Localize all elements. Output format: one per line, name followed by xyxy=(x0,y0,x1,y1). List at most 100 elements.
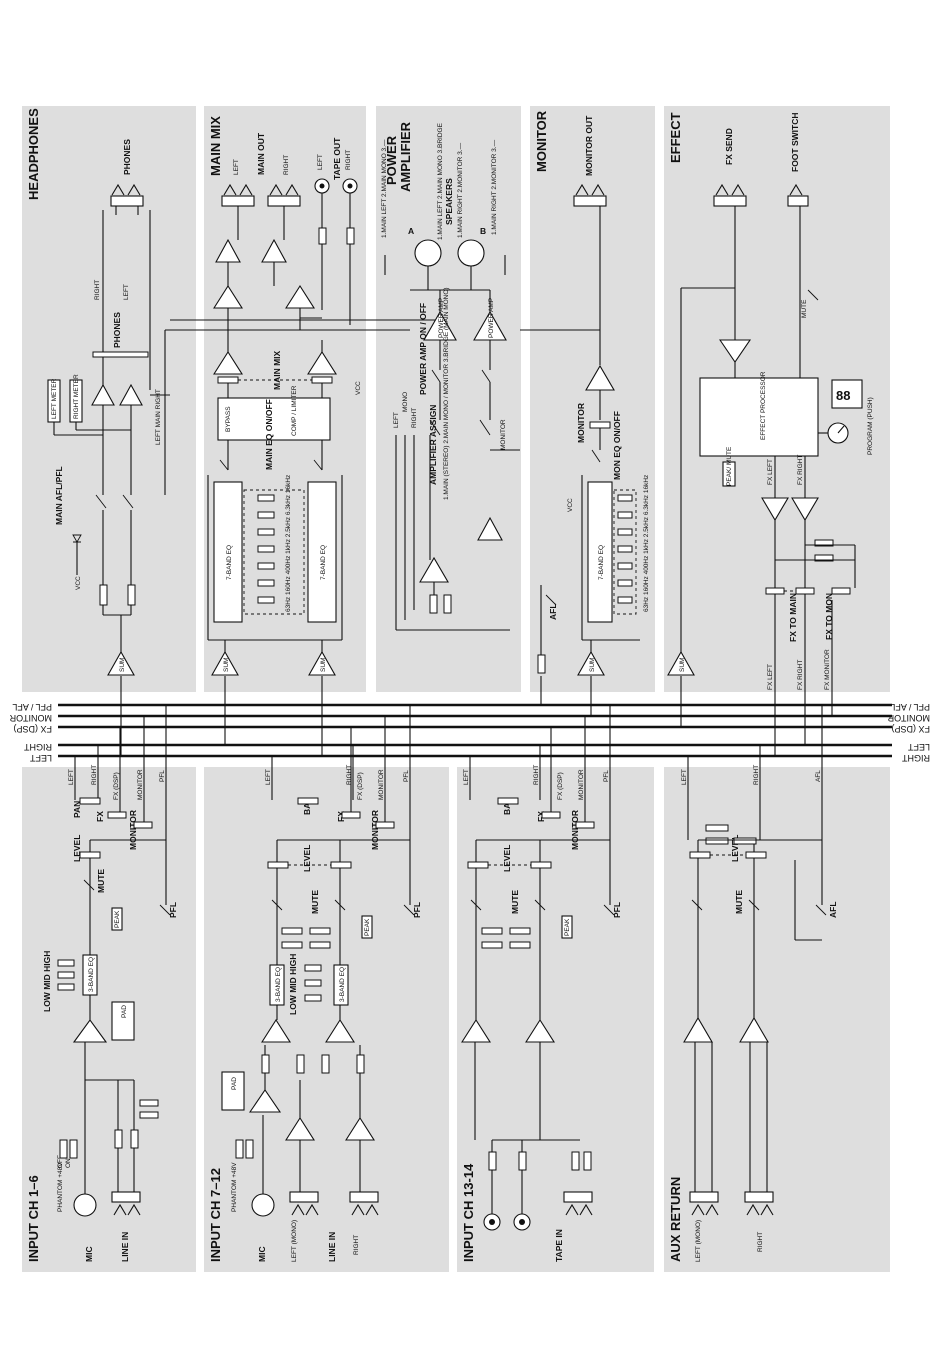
monitor-title: MONITOR xyxy=(534,110,549,172)
bus-taps-upper xyxy=(120,600,833,756)
main-mix-fader-label: MAIN MIX xyxy=(272,350,282,390)
aux-left-mono-label: LEFT (MONO) xyxy=(695,1220,702,1262)
aux-mute-label: MUTE xyxy=(734,890,744,914)
fx-left-amp xyxy=(761,497,789,522)
main-afl-pfl-label: MAIN AFL/PFL xyxy=(54,466,64,525)
speakon-a-icon xyxy=(414,239,442,267)
input-7-12-title: INPUT CH 7–12 xyxy=(208,1168,223,1262)
in16-off-label: OFF xyxy=(57,1155,64,1168)
main-mix-title: MAIN MIX xyxy=(208,116,223,176)
main-eq-left-label: 7-BAND EQ xyxy=(226,545,233,580)
in16-mic-label: MIC xyxy=(84,1246,94,1262)
in16-eq-label: 3-BAND EQ xyxy=(88,957,95,992)
aux-amp-right xyxy=(739,1016,769,1043)
monitor-fader-label: MONITOR xyxy=(576,403,586,443)
aux-right-jack-icon xyxy=(744,1191,774,1216)
amplifier-assign-label: AMPLIFIER ASSIGN xyxy=(428,405,438,485)
section-headphones: HEADPHONES PHONES RIGHT LEFT PHONES LEFT… xyxy=(26,108,170,676)
tape-in-label: TAPE IN xyxy=(554,1229,564,1262)
monitor-vcc-label: VCC xyxy=(567,498,574,512)
in16-peak-label: PEAK xyxy=(114,910,121,928)
in1314-tap-monitor: MONITOR xyxy=(578,769,585,800)
left-meter-label: LEFT METER xyxy=(51,378,58,419)
in1314-fx-label: FX xyxy=(536,811,546,822)
in16-line-label: LINE IN xyxy=(120,1232,130,1262)
mon-eq-onoff-label: MON EQ ON/OFF xyxy=(612,411,622,480)
pa-monitor-label: MONITOR xyxy=(500,419,507,450)
in712-preamp xyxy=(248,1089,282,1113)
in16-pfl-label: PFL xyxy=(168,902,178,918)
pa-mono-label: MONO xyxy=(402,392,409,412)
input-13-14-title: INPUT CH 13-14 xyxy=(461,1163,476,1262)
headphones-title: HEADPHONES xyxy=(26,108,41,200)
in1314-level-fader-left xyxy=(467,861,489,869)
in16-level-fader xyxy=(79,851,101,859)
speaker-b2-list: 1.MAIN RIGHT 2.MONITOR 3.— xyxy=(491,139,498,235)
main-fader-left xyxy=(217,376,239,384)
speaker-b-label: B xyxy=(480,226,486,236)
monitor-out-jack-icon xyxy=(573,183,607,207)
bus-label-left-0: PFL / AFL xyxy=(12,702,52,712)
fx-to-main-pot-left xyxy=(765,587,785,595)
phones-pot-label: PHONES xyxy=(112,312,122,348)
in712-tap-fx: FX (DSP) xyxy=(357,772,364,800)
bus-label-left-1: MONITOR xyxy=(9,713,52,723)
in16-mute-label: MUTE xyxy=(96,869,106,893)
in712-xlr-icon xyxy=(251,1193,275,1217)
in712-bal-pot xyxy=(297,797,319,805)
fx-program-display-value: 88 xyxy=(836,388,850,403)
in1314-monitor-pot xyxy=(575,821,595,829)
comp-limiter-label: COMP / LIMITER xyxy=(291,385,298,436)
speaker-a-list: 1.MAIN LEFT 2.MAIN MONO 3.— xyxy=(381,139,388,238)
in712-bands-label: LOW MID HIGH xyxy=(288,954,298,1015)
bus-label-right-2: FX (DSP) xyxy=(891,724,930,734)
in1314-amp-left xyxy=(460,1018,492,1043)
main-out-left-label: LEFT xyxy=(233,159,240,175)
in1314-fx-pot xyxy=(541,811,561,819)
main-sum-right xyxy=(308,650,336,676)
in712-fx-label: FX xyxy=(336,811,346,822)
in712-peak xyxy=(361,915,373,939)
fx-mute-label: MUTE xyxy=(801,299,808,318)
aux-afl-label: AFL xyxy=(828,901,838,918)
foot-switch-jack-icon xyxy=(787,183,809,207)
aux-left-jack-icon xyxy=(689,1191,719,1216)
aux-level-fader-right xyxy=(745,851,767,859)
in16-fx-pot xyxy=(107,811,127,819)
in16-monitor-pot xyxy=(133,821,153,829)
in712-eq-right-label: 3-BAND EQ xyxy=(339,967,346,1002)
in712-sum-right xyxy=(324,1018,356,1043)
section-monitor: MONITOR MONITOR OUT MONITOR MON EQ ON/OF… xyxy=(520,110,650,676)
bus-label-left-2: FX (DSP) xyxy=(13,724,52,734)
bypass-label: BYPASS xyxy=(225,406,232,432)
fx-bus-right-label: FX RIGHT xyxy=(797,660,804,690)
in1314-tap-pfl: PFL xyxy=(603,770,610,782)
panel-power-amplifier xyxy=(376,106,521,692)
in712-bal-label: BAL xyxy=(302,798,312,815)
effect-processor-label: EFFECT PROCESSOR xyxy=(760,371,767,440)
in1314-peak-label: PEAK xyxy=(564,918,571,936)
in712-mic-label: MIC xyxy=(257,1246,267,1262)
bus-label-left-3: RIGHT xyxy=(24,742,53,752)
right-meter-label: RIGHT METER xyxy=(73,374,80,419)
amplifier-assign-list: 1.MAIN (STEREO) 2.MAIN MONO / MONITOR 3.… xyxy=(443,287,450,500)
in16-pan-pot xyxy=(79,797,101,805)
in16-bands-label: LOW MID HIGH xyxy=(42,951,52,1012)
power-amp-onoff-label: POWER AMP ON / OFF xyxy=(418,303,428,395)
comp-limiter-box xyxy=(217,397,331,441)
section-main-mix: MAIN MIX MAIN OUT LEFT RIGHT TAPE OUT LE… xyxy=(165,116,440,676)
power-amp-a-label: POWER AMP xyxy=(438,298,445,338)
speakers-label: SPEAKERS xyxy=(444,178,454,225)
in712-level-label: LEVEL xyxy=(302,845,312,872)
section-effect: EFFECT FX SEND FOOT SWITCH MUTE EFFECT P… xyxy=(667,112,874,690)
in712-tap-pfl: PFL xyxy=(403,770,410,782)
power-amp-b-label: POWER AMP xyxy=(488,298,495,338)
power-amplifier-title: POWER xyxy=(384,135,399,185)
phones-pot xyxy=(92,351,149,358)
in16-tap-monitor: MONITOR xyxy=(137,769,144,800)
in712-pad-label: PAD xyxy=(231,1077,238,1090)
aux-level-fader-left xyxy=(689,851,711,859)
panel-input-7-12 xyxy=(204,767,449,1272)
in712-line-label: LINE IN xyxy=(327,1232,337,1262)
aux-amp-left xyxy=(683,1016,713,1043)
